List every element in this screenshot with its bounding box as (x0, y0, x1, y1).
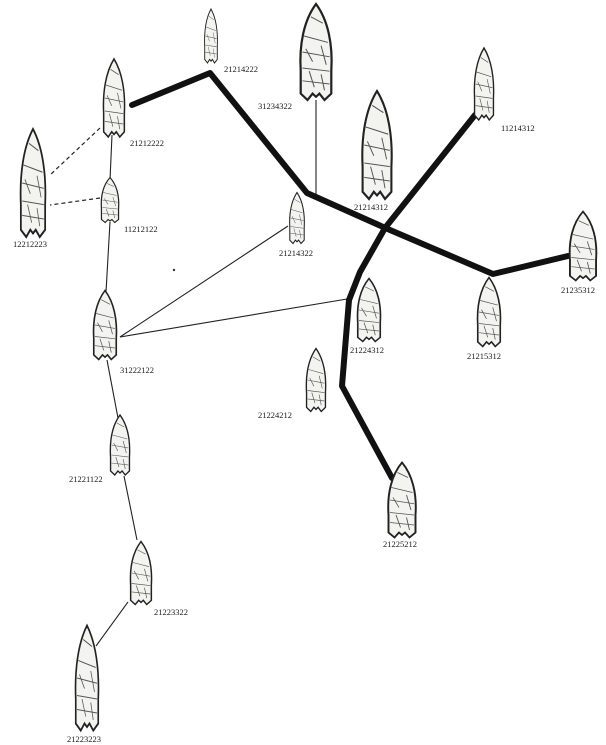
point-31222122 (92, 289, 118, 361)
thin-links (95, 100, 354, 647)
link-31222122-21224312 (119, 297, 354, 338)
thick-paths (129, 70, 571, 481)
label-21214222: 21214222 (224, 64, 258, 74)
label-21224312: 21224312 (350, 345, 384, 355)
point-11212122 (100, 176, 120, 224)
link-21221122-21223322 (123, 475, 138, 541)
point-21224312 (356, 277, 382, 343)
point-12212223 (19, 127, 47, 239)
point-21224212 (305, 347, 327, 413)
label-31234322: 31234322 (258, 101, 292, 111)
point-21223322 (129, 540, 153, 606)
point-21235312 (568, 210, 598, 282)
label-11212122: 11212122 (124, 224, 158, 234)
label-31222122: 31222122 (120, 365, 154, 375)
label-21225212: 21225212 (383, 539, 417, 549)
link-21212222-12212223 (49, 127, 101, 176)
link-31222122-21214322 (119, 225, 289, 338)
point-21214222 (203, 8, 219, 64)
link-11212122-31222122 (105, 221, 111, 293)
point-21215312 (476, 276, 502, 348)
point-31234322 (299, 2, 333, 102)
label-21224212: 21224212 (258, 410, 292, 420)
point-21221122 (109, 414, 131, 476)
link-21212222-11212122 (109, 134, 113, 181)
thick-path-right (339, 112, 478, 481)
points (19, 2, 598, 732)
label-11214312: 11214312 (501, 123, 535, 133)
link-11212122-12212223 (49, 197, 101, 206)
label-21212222: 21212222 (130, 138, 164, 148)
point-21223223 (74, 624, 100, 732)
point-21212222 (102, 58, 126, 138)
labels: 21214222 31234322 11214312 21212222 1221… (13, 64, 595, 744)
stray-mark (172, 268, 176, 272)
dashed-links (49, 127, 101, 206)
point-21214312 (361, 89, 393, 201)
point-11214312 (473, 47, 495, 121)
label-21215312: 21215312 (467, 351, 501, 361)
label-21214312: 21214312 (354, 202, 388, 212)
label-21235312: 21235312 (561, 285, 595, 295)
label-21223223: 21223223 (67, 734, 101, 744)
label-21223322: 21223322 (154, 607, 188, 617)
label-21214322: 21214322 (279, 248, 313, 258)
link-21223322-21223223 (95, 601, 129, 647)
label-12212223: 12212223 (13, 239, 47, 249)
thick-path-upper (129, 70, 571, 277)
link-31222122-21221122 (106, 359, 119, 419)
label-21221122: 21221122 (69, 474, 103, 484)
point-21214322 (289, 191, 305, 245)
